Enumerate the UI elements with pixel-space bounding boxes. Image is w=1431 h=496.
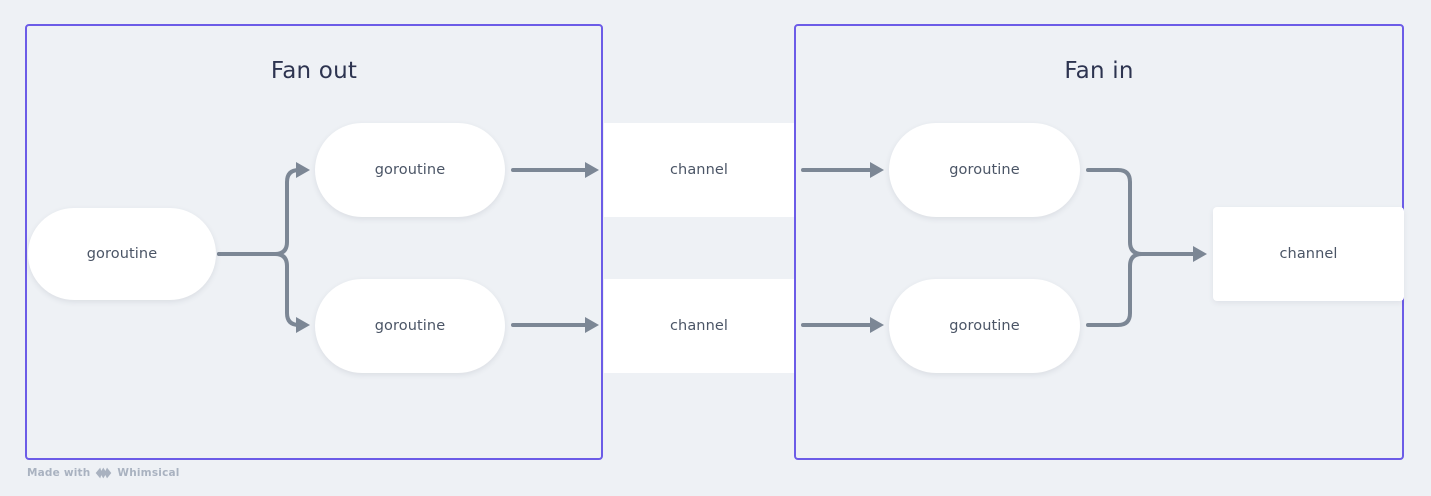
node-label: goroutine	[374, 162, 446, 178]
group-frame-fan-out[interactable]: Fan out	[25, 24, 603, 460]
node-label: channel	[669, 162, 729, 178]
group-title-fan-in: Fan in	[1064, 58, 1134, 84]
node-fanin-goroutine-bottom[interactable]: goroutine	[889, 279, 1080, 373]
node-label: goroutine	[86, 246, 158, 262]
node-label: goroutine	[374, 318, 446, 334]
watermark-brand: Whimsical	[117, 467, 180, 479]
whimsical-watermark[interactable]: Made with Whimsical	[27, 467, 180, 479]
node-label: channel	[1279, 246, 1338, 262]
node-channel-bottom[interactable]: channel	[604, 279, 794, 373]
node-label: channel	[669, 318, 729, 334]
node-fanout-goroutine-bottom[interactable]: goroutine	[315, 279, 505, 373]
node-fanin-goroutine-top[interactable]: goroutine	[889, 123, 1080, 217]
node-source-goroutine[interactable]: goroutine	[28, 208, 216, 300]
whimsical-diamond-icon	[95, 467, 112, 479]
watermark-prefix: Made with	[27, 467, 91, 479]
group-title-fan-out: Fan out	[270, 58, 358, 84]
node-label: goroutine	[949, 318, 1020, 334]
node-channel-merged[interactable]: channel	[1213, 207, 1404, 301]
node-fanout-goroutine-top[interactable]: goroutine	[315, 123, 505, 217]
node-channel-top[interactable]: channel	[604, 123, 794, 217]
node-label: goroutine	[949, 162, 1020, 178]
